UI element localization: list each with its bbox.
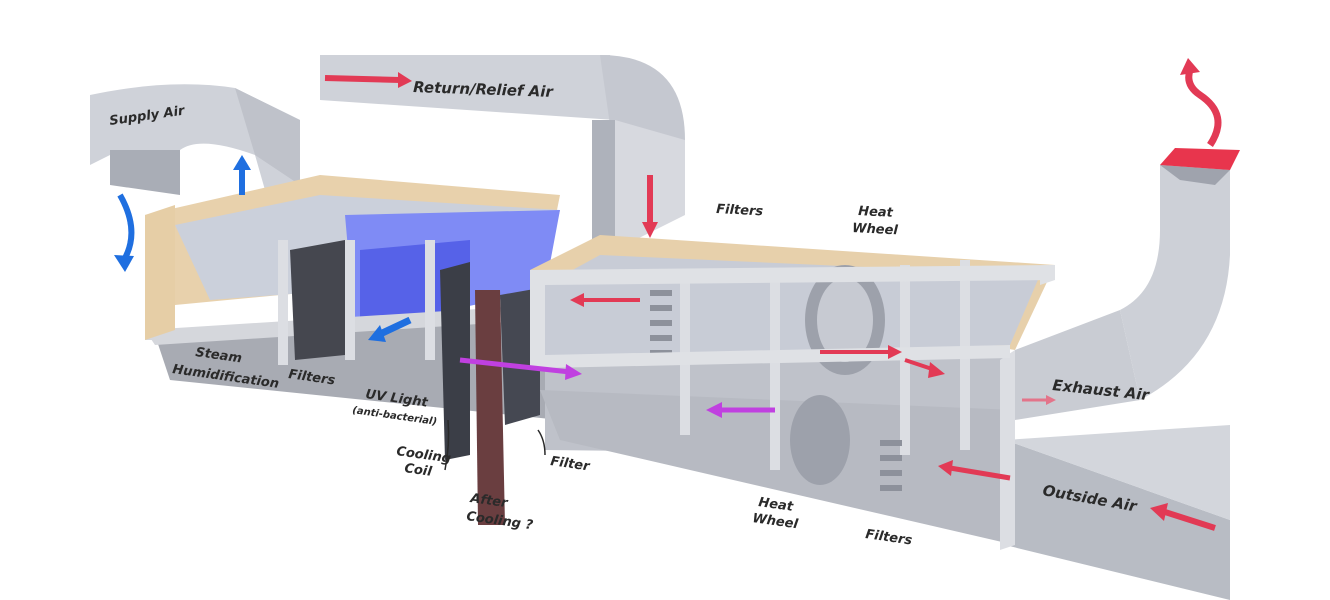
label-heat-wheel-bottom-1: Heat (757, 495, 794, 515)
after-cooling-panel (475, 290, 505, 525)
exhaust-air-duct (1015, 148, 1240, 420)
label-return-relief-air: Return/Relief Air (413, 78, 555, 101)
label-filters-left: Filters (287, 367, 336, 388)
airflow-arrows (114, 58, 1222, 531)
label-heat-wheel-top-2: Wheel (852, 221, 899, 238)
supply-air-duct (90, 84, 300, 195)
main-unit-left (145, 175, 601, 525)
label-heat-wheel-bottom-2: Wheel (751, 511, 799, 532)
return-air-duct (320, 55, 685, 250)
label-filters-top: Filters (716, 202, 764, 219)
heat-wheel-lower (790, 395, 850, 485)
label-after-cooling-1: After (468, 491, 509, 511)
label-steam-1: Steam (194, 345, 242, 366)
label-after-cooling-2: Cooling ? (465, 509, 534, 533)
label-filters-bottom: Filters (864, 527, 913, 548)
outside-air-duct (1005, 425, 1230, 600)
label-cooling-2: Coil (403, 461, 433, 480)
label-heat-wheel-top-1: Heat (858, 204, 894, 221)
leader-lines (444, 419, 546, 471)
exhaust-outlet (1160, 148, 1240, 170)
label-filter: Filter (549, 454, 592, 475)
cooling-coil-panel (440, 262, 470, 460)
main-unit-right (530, 235, 1055, 550)
